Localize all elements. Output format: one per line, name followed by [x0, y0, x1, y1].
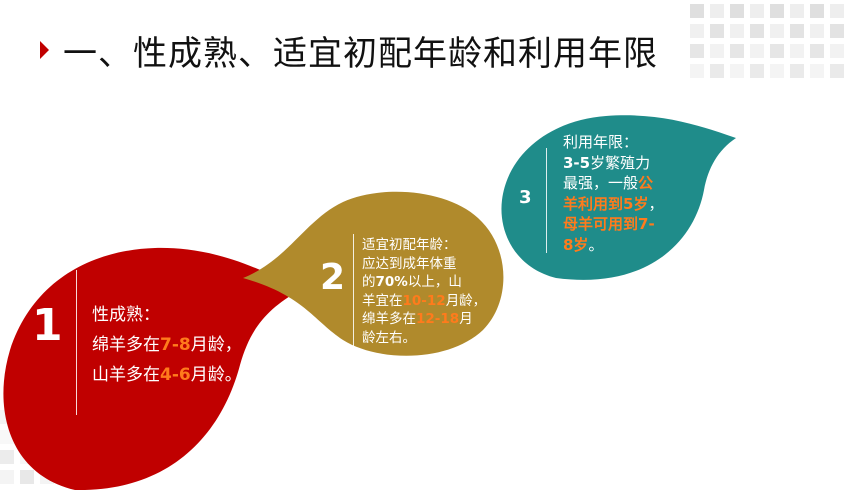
- card-text-segment: 利用年限：: [563, 133, 639, 151]
- card-3-drop-shape: [501, 115, 736, 280]
- card-text-segment: 的: [362, 274, 376, 290]
- card-text-segment: 月龄，: [190, 335, 242, 355]
- card-text-segment: 3-5: [563, 153, 591, 172]
- card-text-segment: 月龄，: [445, 292, 487, 309]
- card-text-segment: 羊宜在: [362, 292, 403, 309]
- card-2-number: 2: [320, 257, 346, 298]
- card-text-segment: 最强，一般: [563, 174, 639, 192]
- card-text-segment: 性成熟：: [92, 305, 160, 325]
- highlight-text: 8岁: [563, 235, 589, 254]
- highlight-text: 羊利用到: [563, 194, 624, 213]
- title-marker-icon: [40, 41, 49, 59]
- card-2-drop-shape: [243, 191, 504, 356]
- card-2-line: 羊宜在10-12月龄，: [362, 292, 486, 311]
- card-3-line: 3-5岁繁殖力: [563, 153, 663, 174]
- card-2-line: 适宜初配年龄：: [362, 236, 486, 255]
- card-text-segment: 70%: [375, 274, 408, 290]
- card-text-segment: ，: [648, 194, 664, 213]
- card-1-line: 性成熟：: [92, 300, 242, 330]
- highlight-text: 母羊可用到: [563, 215, 639, 233]
- card-3-line: 羊利用到5岁，: [563, 194, 663, 215]
- card-text-segment: 应达到成年体重: [362, 255, 457, 272]
- card-1-number: 1: [32, 300, 63, 351]
- card-text-segment: 。: [588, 235, 604, 254]
- card-3-line: 8岁。: [563, 235, 663, 256]
- highlight-text: 5岁: [623, 194, 649, 213]
- card-text-segment: 月: [459, 311, 473, 327]
- highlight-text: 4-6: [160, 365, 191, 385]
- card-text-segment: 绵羊多在: [92, 335, 160, 355]
- highlight-text: 7-8: [160, 335, 191, 355]
- card-text-segment: 以上，山: [407, 274, 462, 290]
- card-text-segment: 岁繁殖力: [590, 153, 651, 172]
- card-2-line: 绵羊多在12-18月: [362, 310, 486, 329]
- card-1-text: 性成熟：绵羊多在7-8月龄，山羊多在4-6月龄。: [92, 300, 242, 390]
- card-3-number: 3: [519, 187, 532, 208]
- card-3-line: 母羊可用到7-: [563, 214, 663, 235]
- card-2-divider: [353, 234, 354, 346]
- card-3-text: 利用年限：3-5岁繁殖力最强，一般公羊利用到5岁，母羊可用到7-8岁。: [563, 132, 663, 255]
- card-2-text: 适宜初配年龄：应达到成年体重的70%以上，山羊宜在10-12月龄，绵羊多在12-…: [362, 236, 486, 347]
- card-2-line: 的70%以上，山: [362, 273, 486, 292]
- card-text-segment: 适宜初配年龄：: [362, 237, 457, 253]
- card-3-divider: [546, 148, 547, 253]
- highlight-text: 公: [638, 174, 654, 192]
- card-1-line: 绵羊多在7-8月龄，: [92, 330, 242, 360]
- card-3-line: 最强，一般公: [563, 173, 663, 194]
- title-bar: 一、性成熟、适宜初配年龄和利用年限: [40, 22, 658, 78]
- card-text-segment: 龄左右。: [362, 329, 416, 346]
- card-text-segment: 绵羊多在: [362, 311, 416, 327]
- card-1-drop-shape: [3, 247, 300, 490]
- card-2-line: 龄左右。: [362, 329, 486, 348]
- page-title: 一、性成熟、适宜初配年龄和利用年限: [63, 33, 658, 74]
- card-1-divider: [76, 270, 77, 415]
- card-3-line: 利用年限：: [563, 132, 663, 153]
- card-1-line: 山羊多在4-6月龄。: [92, 360, 242, 390]
- card-text-segment: 山羊多在: [92, 365, 160, 385]
- card-text-segment: 月龄。: [190, 365, 242, 385]
- highlight-text: 12-18: [416, 311, 460, 327]
- card-2-line: 应达到成年体重: [362, 255, 486, 274]
- highlight-text: 10-12: [402, 292, 446, 309]
- highlight-text: 7-: [638, 215, 655, 233]
